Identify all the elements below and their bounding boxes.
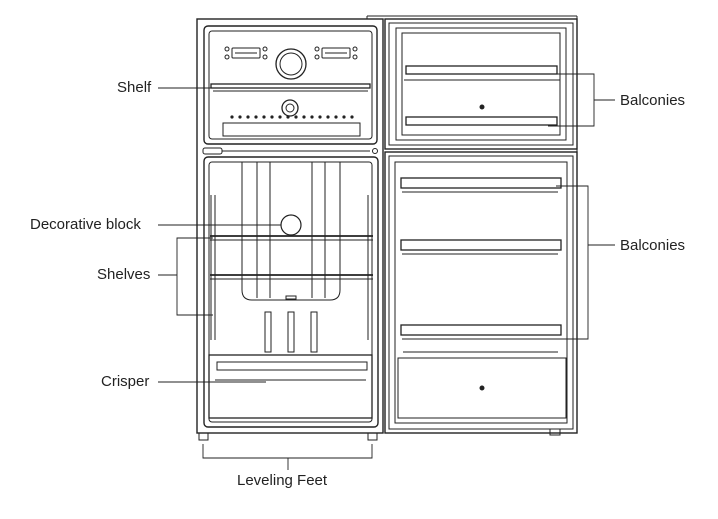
shelves-bracket <box>176 237 213 316</box>
freezer-door <box>384 18 578 150</box>
compartment-divider <box>202 147 378 155</box>
freezer-compartment <box>203 25 378 145</box>
air-duct <box>241 162 341 301</box>
decorative-block-icon <box>280 214 302 236</box>
dispenser-pins <box>264 311 318 353</box>
leveling-feet <box>198 432 378 441</box>
crisper-drawer <box>208 354 373 419</box>
leveling-feet-bracket <box>202 444 373 459</box>
fridge-shelf-2 <box>210 274 373 280</box>
ice-tray-dots <box>230 115 354 119</box>
fridge-shelf-1 <box>210 235 373 241</box>
fridge-compartment <box>203 156 379 428</box>
vent-right-icon <box>314 46 358 60</box>
label-crisper: Crisper <box>101 373 150 390</box>
balconies-top-bracket <box>548 73 595 127</box>
label-shelves: Shelves <box>97 266 151 283</box>
label-leveling-feet: Leveling Feet <box>237 472 328 489</box>
label-balconies-top: Balconies <box>620 92 686 109</box>
freezer-shelf <box>210 83 371 92</box>
label-decorative-block: Decorative block <box>30 216 141 233</box>
label-balconies-bottom: Balconies <box>620 237 686 254</box>
balconies-bottom-bracket <box>556 185 589 340</box>
label-shelf: Shelf <box>117 79 152 96</box>
knob-icon <box>281 99 299 117</box>
leader-lines <box>158 73 615 470</box>
vent-left-icon <box>224 46 268 60</box>
fridge-door <box>384 151 578 436</box>
dial-icon <box>275 48 307 80</box>
ice-tray <box>222 122 361 137</box>
